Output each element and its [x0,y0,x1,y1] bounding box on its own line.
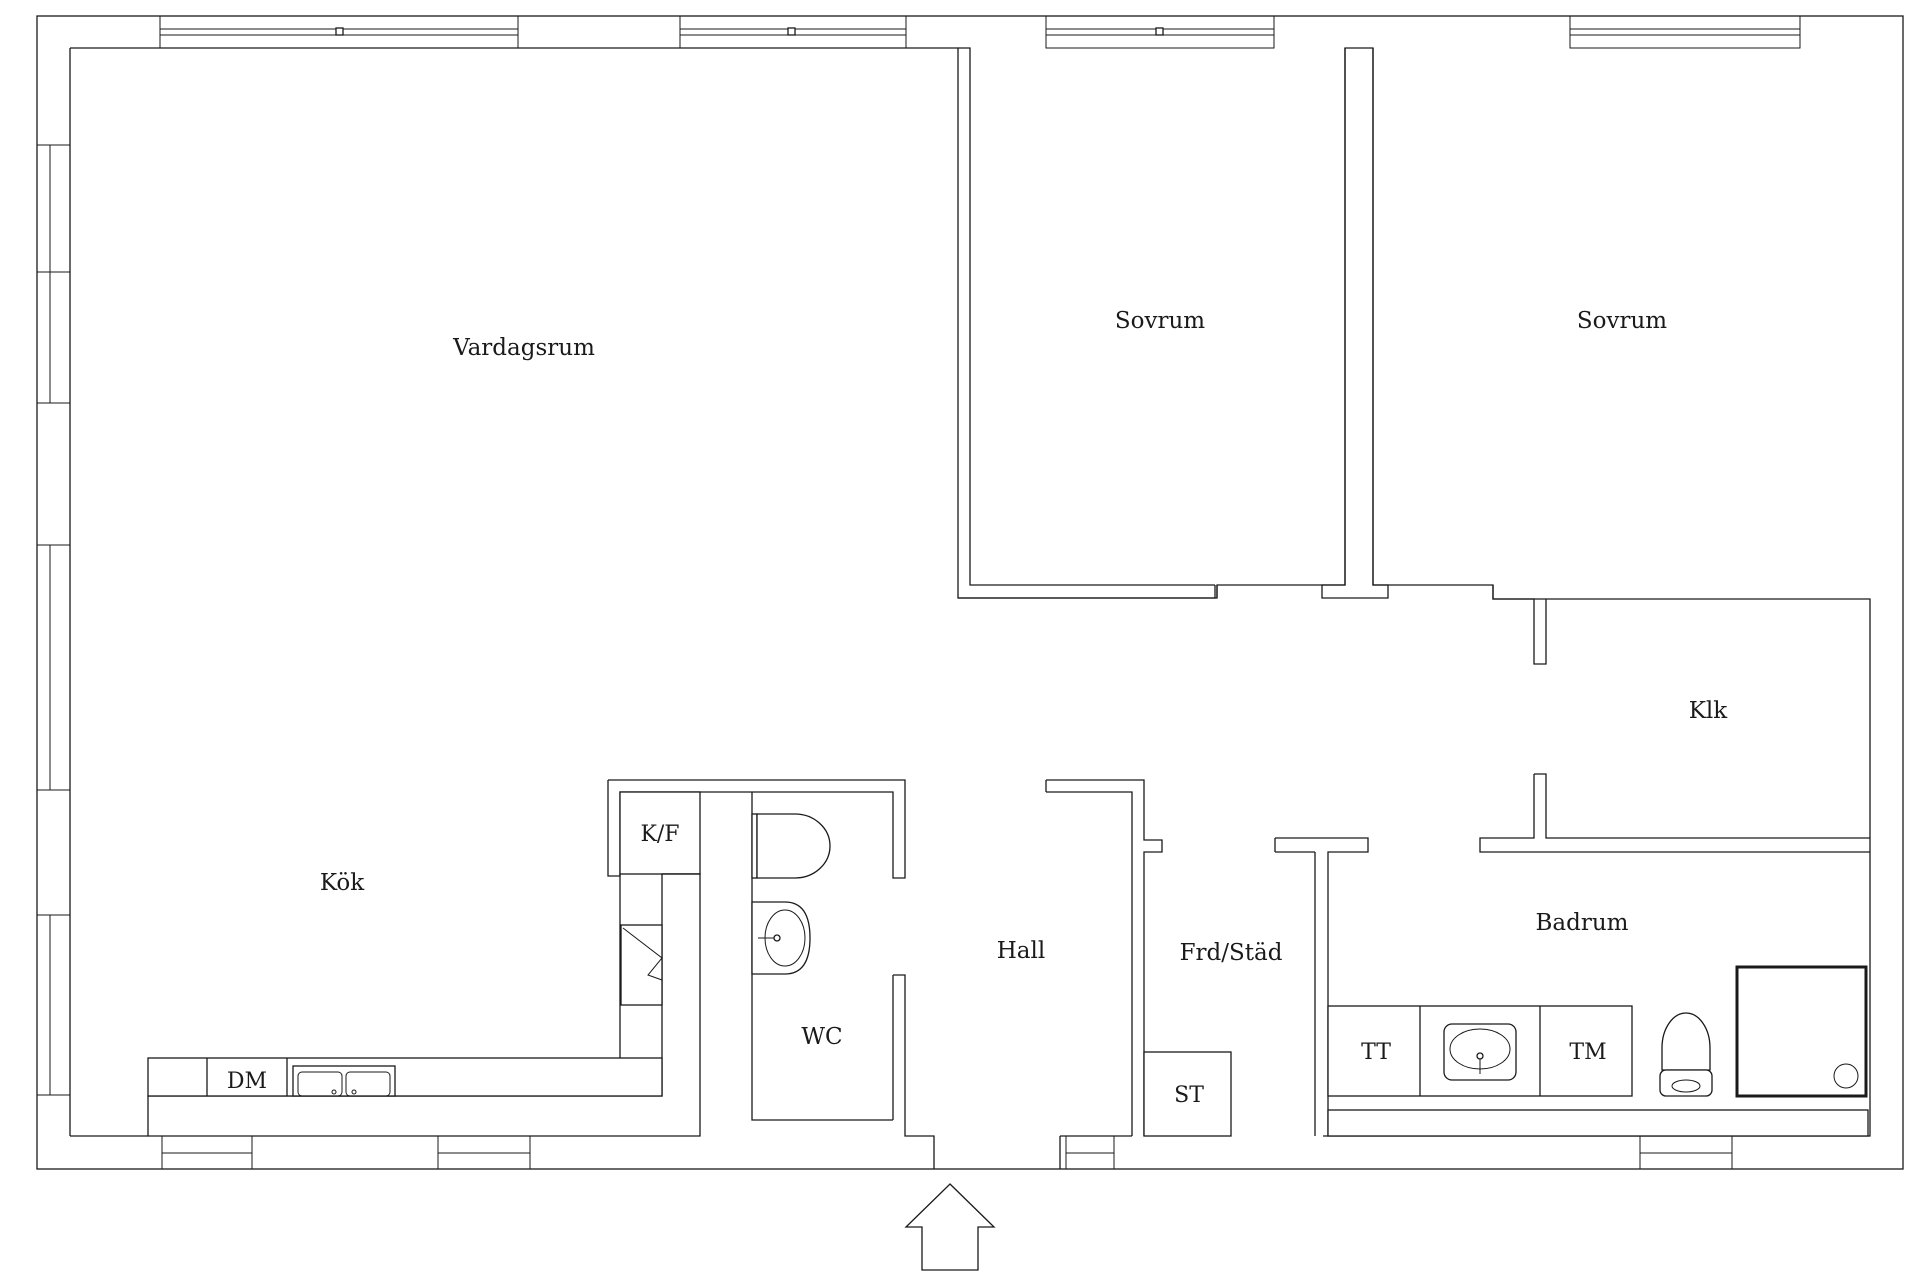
stove-icon [620,924,663,1006]
washbasin-icon [751,901,811,975]
windows [36,15,1801,1170]
kitchen-sink-icon [292,1065,396,1097]
bathroom-fixtures [1327,965,1869,1137]
room-labels: Vardagsrum Sovrum Sovrum Klk Kök Hall Fr… [320,308,1728,1050]
wc-fixtures [751,813,831,975]
entrance-arrow-icon [904,1183,996,1271]
room-label-sovrum-1: Sovrum [1115,308,1205,334]
kitchen-fridge-freezer [619,791,701,875]
fixture-label-st: ST [1174,1083,1204,1108]
kitchen-counter [147,791,701,1137]
interior-walls [607,47,1870,1169]
fixture-label-kf: K/F [640,822,679,847]
fixture-label-tt: TT [1361,1040,1391,1065]
fixture-label-tm: TM [1569,1040,1606,1065]
room-label-wc: WC [801,1024,842,1050]
bath-toilet-icon [1659,1012,1713,1097]
fixture-label-dm: DM [227,1069,267,1094]
room-label-sovrum-2: Sovrum [1577,308,1667,334]
room-label-frd-stad: Frd/Städ [1180,940,1283,966]
fixture-labels: K/F DM ST TT TM [227,822,1607,1108]
toilet-icon [751,813,831,879]
shower-icon [1735,965,1868,1098]
room-label-kok: Kök [320,870,365,896]
hall-storage [1143,1051,1232,1137]
bath-washbasin-icon [1443,1023,1517,1081]
room-label-hall: Hall [997,938,1045,964]
room-label-badrum: Badrum [1536,910,1629,936]
room-label-klk: Klk [1689,698,1729,724]
room-label-vardagsrum: Vardagsrum [452,335,595,361]
